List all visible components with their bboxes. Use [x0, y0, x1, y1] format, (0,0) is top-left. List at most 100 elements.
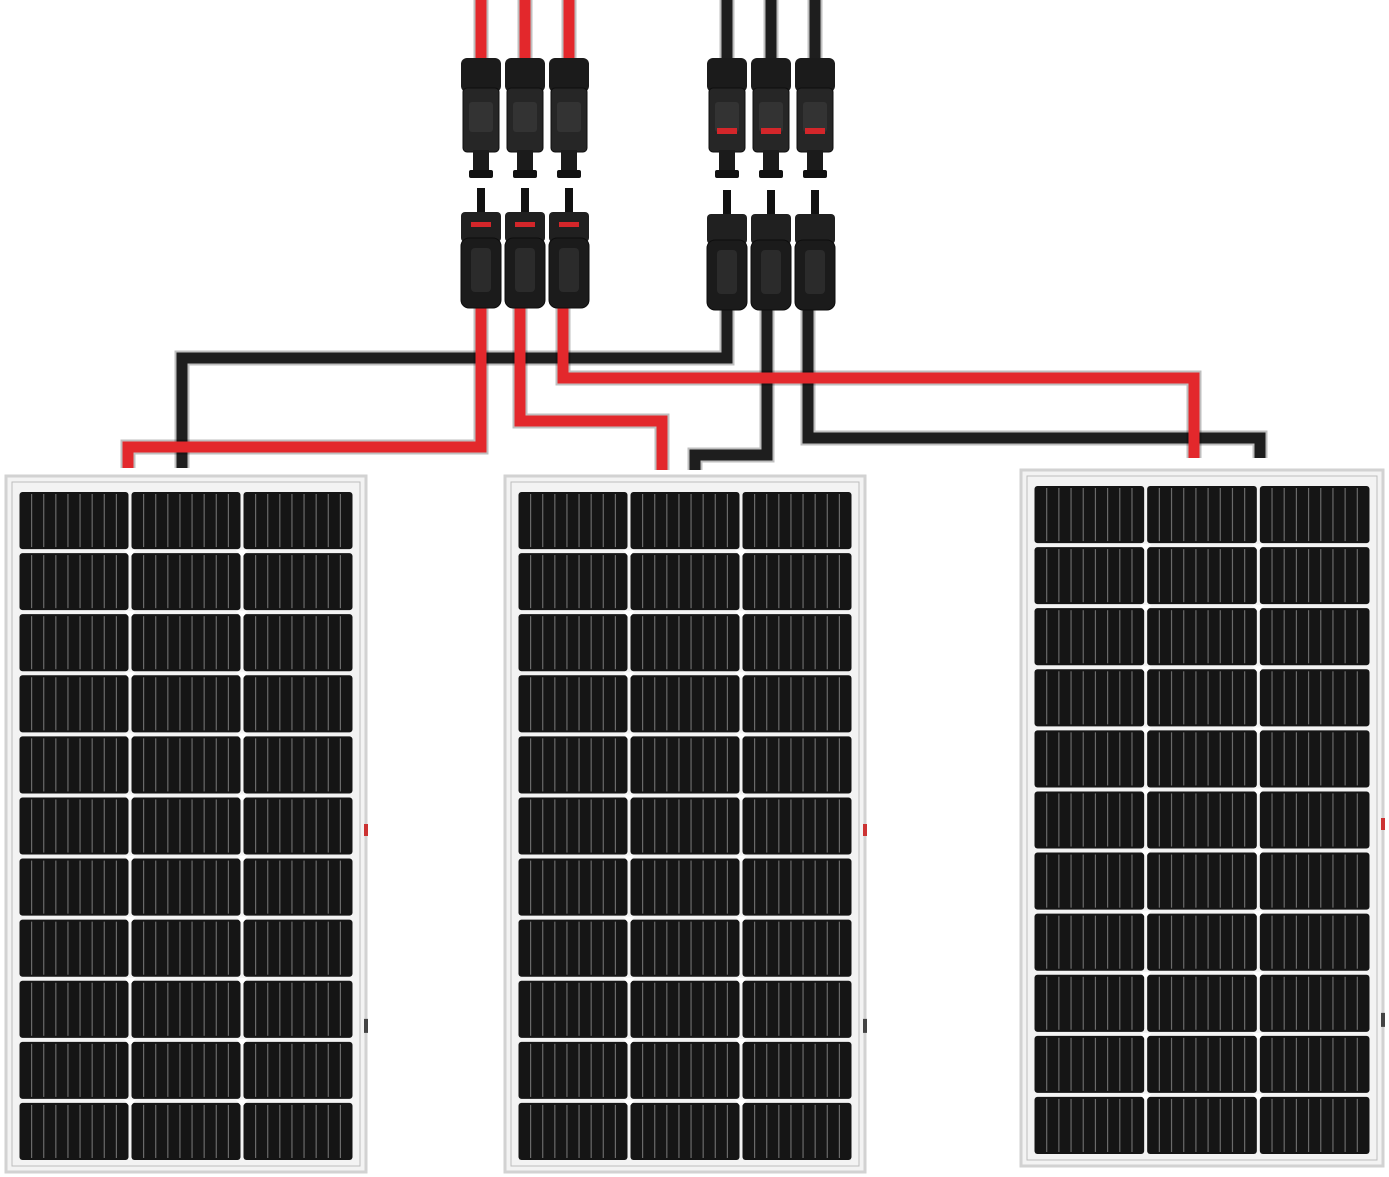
solar-cell [19, 919, 129, 977]
cell-corner-marker [735, 977, 747, 985]
cell-corner-marker [236, 733, 248, 741]
solar-panel-group [4, 468, 1385, 1174]
cell-corner-marker [735, 794, 747, 802]
solar-cell [1259, 486, 1370, 544]
solar-cell [742, 492, 852, 550]
solar-cell [1034, 547, 1145, 605]
solar-cell [131, 492, 241, 550]
solar-cell [742, 1102, 852, 1160]
solar-cell [518, 553, 628, 611]
solar-cell [1034, 608, 1145, 666]
solar-cell [518, 675, 628, 733]
solar-cell [19, 980, 129, 1038]
cell-corner-marker [1252, 788, 1265, 796]
positive-connector-top-3 [549, 58, 589, 178]
connector-seal-ring [515, 222, 535, 227]
solar-cell [1147, 1035, 1257, 1093]
solar-cell [19, 858, 129, 916]
solar-cell [19, 614, 129, 672]
solar-cell [742, 980, 852, 1038]
negative-connector-bottom-1 [706, 190, 748, 311]
cell-corner-marker [1139, 849, 1152, 857]
connector-seal-ring [805, 128, 825, 134]
cell-corner-marker [735, 916, 747, 924]
solar-cell [1034, 852, 1145, 910]
connector-cap [795, 58, 835, 92]
negative-connector-top-1 [707, 58, 747, 178]
connector-grip [761, 250, 781, 294]
connector-cap [751, 58, 791, 92]
positive-wire-panel-2 [514, 300, 668, 470]
solar-cell [19, 736, 129, 794]
solar-cell [1259, 791, 1370, 849]
positive-connector-bottom-2 [504, 188, 546, 309]
connector-grip [471, 248, 491, 292]
cell-corner-marker [1252, 544, 1265, 552]
solar-cell [518, 797, 628, 855]
solar-cell [243, 1041, 353, 1099]
solar-cell [1147, 791, 1257, 849]
solar-cell [1147, 852, 1257, 910]
cell-corner-marker [236, 916, 248, 924]
solar-cell [1147, 913, 1257, 971]
panel-inner-frame [510, 481, 860, 1167]
solar-cell [1034, 791, 1145, 849]
solar-cell [131, 919, 241, 977]
solar-cell [131, 614, 241, 672]
panel-side-clip [1381, 1012, 1385, 1027]
solar-cell [630, 736, 740, 794]
positive-wire-panel-1 [122, 300, 487, 468]
cell-corner-marker [1252, 1093, 1265, 1101]
solar-cell [243, 1102, 353, 1160]
cell-corner-marker [735, 855, 747, 863]
cell-corner-marker [236, 1099, 248, 1107]
panel-side-clip [364, 1018, 368, 1033]
cell-corner-marker [1252, 666, 1265, 674]
solar-cell [243, 858, 353, 916]
connector-grip [557, 102, 581, 132]
connector-grip [515, 248, 535, 292]
cell-corner-marker [236, 794, 248, 802]
cell-corner-marker [1139, 971, 1152, 979]
solar-cell [630, 492, 740, 550]
cell-corner-marker [1139, 1093, 1152, 1101]
connector-cap [461, 58, 501, 92]
solar-cell [131, 553, 241, 611]
solar-cell [243, 492, 353, 550]
solar-cell [243, 614, 353, 672]
cell-corner-marker [735, 1038, 747, 1046]
cell-corner-marker [735, 672, 747, 680]
solar-cell [1259, 852, 1370, 910]
solar-cell [742, 675, 852, 733]
connector-tip [513, 170, 537, 178]
solar-cell [518, 1041, 628, 1099]
solar-cell [19, 797, 129, 855]
connector-grip [759, 102, 783, 132]
solar-panel-2 [503, 474, 867, 1174]
solar-cell [1259, 913, 1370, 971]
connector-pin [521, 188, 529, 214]
cell-corner-marker [1139, 544, 1152, 552]
panel-inner-frame [1026, 475, 1378, 1161]
negative-wire-panel-1 [176, 300, 733, 468]
solar-cell [742, 553, 852, 611]
solar-cell [1259, 669, 1370, 727]
connector-latch [795, 214, 835, 244]
solar-cell [518, 858, 628, 916]
solar-panel-1 [4, 474, 368, 1174]
solar-cell [630, 1041, 740, 1099]
cell-corner-marker [1139, 788, 1152, 796]
solar-cell [630, 797, 740, 855]
positive-connector-top-1 [461, 58, 501, 178]
solar-cell [1034, 1096, 1145, 1154]
solar-cell [742, 919, 852, 977]
connector-pin [811, 190, 819, 216]
connector-latch [707, 214, 747, 244]
connector-pin [565, 188, 573, 214]
cell-corner-marker [735, 733, 747, 741]
cell-corner-marker [735, 611, 747, 619]
cell-corner-marker [124, 550, 136, 558]
solar-cell [19, 1102, 129, 1160]
